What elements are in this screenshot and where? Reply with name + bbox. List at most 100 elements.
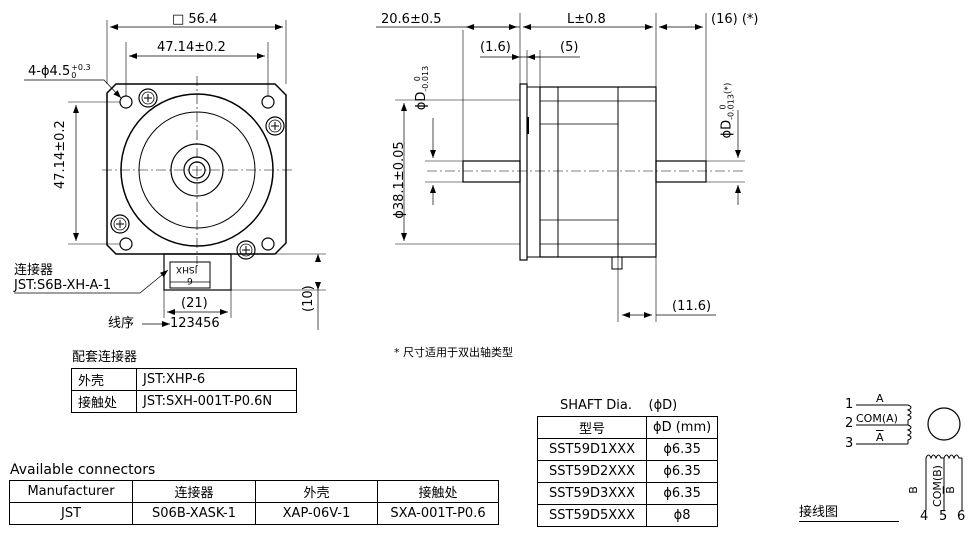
- table-row: 外壳 JST:XHP-6: [71, 368, 297, 391]
- front-view: [14, 20, 326, 330]
- dim-shaft-dia-front-text: ϕD: [414, 91, 429, 111]
- pin-3: 3: [845, 436, 854, 451]
- available-table: Manufacturer 连接器 外壳 接触处 JST S06B-XASK-1 …: [9, 480, 499, 525]
- available-header: 外壳: [255, 480, 378, 503]
- wiring-title: 接线图: [799, 505, 839, 520]
- label-b: B: [906, 486, 920, 494]
- available-header: 连接器: [132, 480, 256, 503]
- shaft-header: 型号: [537, 416, 647, 439]
- double-shaft-note: * 尺寸适用于双出轴类型: [394, 346, 513, 359]
- coil-a-upper: [906, 404, 912, 421]
- dim-shaft-dia-rear-tol-lower: -0.013: [726, 94, 736, 120]
- pin-2: 2: [845, 416, 854, 431]
- shaft-title-text: SHAFT Dia.: [560, 398, 632, 413]
- table-header-row: 型号 ϕD (mm): [537, 416, 719, 439]
- table-row: SST59D1XXX ϕ6.35: [537, 438, 719, 461]
- available-cell: S06B-XASK-1: [132, 502, 256, 525]
- screw-left: [110, 214, 130, 234]
- dim-shaft-dia-rear-mark: (*): [723, 82, 734, 95]
- wire-order: 123456: [170, 316, 220, 331]
- pin-4: 4: [920, 509, 929, 524]
- shaft-title: SHAFT Dia. (ϕD): [560, 398, 677, 414]
- dim-hole-pitch-h: 47.14±0.2: [157, 40, 226, 55]
- coil-b-right: [943, 454, 962, 460]
- shaft-cell: ϕ6.35: [645, 482, 719, 505]
- front-shaft: [462, 160, 521, 183]
- mating-table: 外壳 JST:XHP-6 接触处 JST:SXH-001T-P0.6N: [71, 368, 297, 413]
- mating-title: 配套连接器: [72, 350, 138, 365]
- rotor-circle: [927, 407, 961, 441]
- pin-5: 5: [939, 509, 948, 524]
- screw-bottom: [236, 240, 256, 260]
- dim-holes-text: 4-ϕ4.5: [28, 64, 71, 79]
- shaft-cell: SST59D3XXX: [537, 482, 647, 505]
- table-row: 接触处 JST:SXH-001T-P0.6N: [71, 390, 297, 413]
- dim-holes-tol-lower: 0: [71, 71, 77, 80]
- available-cell: SXA-001T-P0.6: [377, 502, 499, 525]
- available-header: Manufacturer: [9, 480, 133, 503]
- dim-conn-width: (21): [181, 296, 208, 311]
- mount-hole-tl: [119, 95, 133, 109]
- dim-shaft-dia-front-tol-lower: -0.013: [421, 65, 430, 92]
- side-view: [376, 13, 746, 322]
- label-b-bar: B: [943, 486, 957, 494]
- dim-rear-shaft: (16) (*): [711, 12, 758, 28]
- table-row: SST59D2XXX ϕ6.35: [537, 460, 719, 483]
- label-a-bar: A: [876, 431, 884, 444]
- mating-cell: JST:XHP-6: [136, 368, 297, 391]
- dim-conn-height: (10): [301, 285, 316, 312]
- mount-hole-tr: [261, 95, 275, 109]
- shaft-header: ϕD (mm): [645, 416, 719, 439]
- mating-cell: 外壳: [71, 368, 137, 391]
- dim-body-len: L±0.8: [567, 12, 606, 27]
- dim-pilot-dia: ϕ38.1±0.05: [392, 141, 407, 219]
- shaft-cell: ϕ6.35: [645, 460, 719, 483]
- coil-a-lower: [906, 424, 912, 444]
- connector-housing: [169, 261, 211, 289]
- label-com-a: COM(A): [856, 412, 898, 425]
- connector-pin: 6: [187, 275, 193, 285]
- table-row: SST59D3XXX ϕ6.35: [537, 482, 719, 505]
- shaft-title-symbol: (ϕD): [648, 398, 678, 413]
- mating-cell: 接触处: [71, 390, 137, 413]
- dim-rear-shaft-len: (16): [711, 12, 738, 27]
- wiring-diagram: [856, 404, 963, 510]
- dim-5: (5): [560, 40, 579, 55]
- motor-body-side: [539, 86, 657, 258]
- mount-hole-bl: [119, 237, 133, 251]
- available-title: Available connectors: [10, 462, 156, 478]
- coil-b-left: [925, 454, 944, 460]
- available-cell: XAP-06V-1: [255, 502, 378, 525]
- dim-rear-shaft-note: (*): [741, 12, 759, 27]
- dim-front-shaft-len: 20.6±0.5: [381, 12, 442, 27]
- connector-title: 连接器: [14, 263, 54, 278]
- pin-1: 1: [845, 397, 854, 412]
- connector-model: JST:S6B-XH-A-1: [14, 278, 112, 293]
- dim-hole-pitch-v: 47.14±0.2: [53, 120, 68, 189]
- shaft-cell: SST59D2XXX: [537, 460, 647, 483]
- mount-hole-br: [261, 237, 275, 251]
- screw-right: [265, 116, 285, 136]
- pin-6: 6: [957, 509, 966, 524]
- available-cell: JST: [9, 502, 133, 525]
- shaft-table: 型号 ϕD (mm) SST59D1XXX ϕ6.35 SST59D2XXX ϕ…: [537, 416, 719, 527]
- mating-cell: JST:SXH-001T-P0.6N: [136, 390, 297, 413]
- table-row: JST S06B-XASK-1 XAP-06V-1 SXA-001T-P0.6: [9, 502, 499, 525]
- rear-shaft: [655, 160, 707, 183]
- wire-order-label: 线序: [108, 316, 135, 331]
- dim-11-6: (11.6): [672, 299, 712, 314]
- table-row: SST59D5XXX ϕ8: [537, 504, 719, 527]
- shaft-cell: ϕ6.35: [645, 438, 719, 461]
- dim-shaft-dia-rear-text: ϕD: [719, 119, 735, 139]
- shaft-cell: SST59D1XXX: [537, 438, 647, 461]
- connector-body: [163, 253, 232, 291]
- side-flange: [519, 83, 528, 261]
- label-a: A: [876, 392, 884, 405]
- dim-square: □ 56.4: [172, 12, 218, 27]
- shaft-cell: ϕ8: [645, 504, 719, 527]
- dim-holes-tol-upper: +0.3: [71, 63, 91, 72]
